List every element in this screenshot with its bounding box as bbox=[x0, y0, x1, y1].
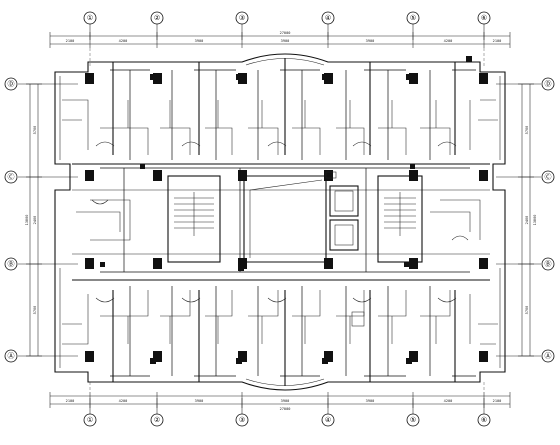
axis-bubbles-bottom: ① ② ③ ④ ⑤ ⑥ bbox=[83, 398, 491, 427]
lift-1 bbox=[329, 185, 359, 217]
dim-left-seg-1: 5700 bbox=[33, 126, 37, 135]
right-stair bbox=[377, 175, 423, 263]
svg-text:Ⓒ: Ⓒ bbox=[8, 173, 15, 181]
svg-text:Ⓐ: Ⓐ bbox=[8, 352, 15, 360]
svg-text:Ⓓ: Ⓓ bbox=[8, 80, 15, 88]
svg-text:⑥: ⑥ bbox=[481, 416, 487, 424]
axis-bubble-top-3: ③ bbox=[235, 11, 249, 40]
dim-left-total: 13800 bbox=[25, 215, 29, 226]
dim-right-total: 13800 bbox=[533, 215, 537, 226]
dim-bottom-seg-6: 4200 bbox=[444, 399, 453, 403]
svg-text:③: ③ bbox=[239, 416, 245, 424]
dimension-bottom: 2100 4200 3900 3900 27000 3900 4200 2100 bbox=[49, 392, 511, 411]
building-outline bbox=[54, 53, 506, 391]
dim-top-seg-5: 3900 bbox=[366, 39, 375, 43]
dim-bottom-seg-1: 2100 bbox=[66, 399, 75, 403]
axis-bubbles-left: Ⓓ Ⓒ Ⓑ Ⓐ bbox=[4, 77, 78, 363]
structural-columns bbox=[85, 73, 488, 362]
electrical-wiring bbox=[100, 69, 476, 377]
dim-left-seg-2: 2400 bbox=[33, 216, 37, 225]
dim-left-seg-3: 5700 bbox=[33, 306, 37, 315]
svg-text:Ⓑ: Ⓑ bbox=[8, 260, 15, 268]
svg-text:①: ① bbox=[87, 416, 93, 424]
top-room-partitions bbox=[62, 58, 498, 155]
svg-text:②: ② bbox=[154, 416, 160, 424]
dim-top-seg-4: 3900 bbox=[281, 39, 290, 43]
svg-text:⑤: ⑤ bbox=[410, 416, 416, 424]
svg-text:②: ② bbox=[154, 14, 160, 22]
dimension-left: 5700 13800 2400 5700 bbox=[25, 83, 42, 357]
svg-text:Ⓒ: Ⓒ bbox=[545, 173, 552, 181]
axis-bubble-bottom-5: ⑤ bbox=[406, 398, 420, 427]
dim-top-seg-2: 4200 bbox=[119, 39, 128, 43]
svg-text:①: ① bbox=[87, 14, 93, 22]
axis-bubble-top-6: ⑥ bbox=[477, 11, 491, 40]
svg-text:Ⓑ: Ⓑ bbox=[545, 260, 552, 268]
dim-top-seg-7: 2100 bbox=[493, 39, 502, 43]
dim-bottom-seg-7: 2100 bbox=[493, 399, 502, 403]
bottom-room-partitions bbox=[62, 290, 498, 386]
dim-bottom-seg-2: 4200 bbox=[119, 399, 128, 403]
grid-lines bbox=[89, 48, 485, 392]
dim-right-seg-1: 5700 bbox=[525, 126, 529, 135]
lift-2 bbox=[329, 219, 359, 251]
left-stair bbox=[167, 175, 221, 263]
corridors bbox=[72, 163, 490, 281]
dim-bottom-seg-3: 3900 bbox=[195, 399, 204, 403]
electrical-fixtures bbox=[100, 56, 472, 364]
svg-text:Ⓐ: Ⓐ bbox=[545, 352, 552, 360]
dimension-right: 5700 2400 13800 5700 bbox=[518, 83, 537, 357]
core-area bbox=[76, 175, 481, 263]
svg-text:Ⓓ: Ⓓ bbox=[545, 80, 552, 88]
svg-text:④: ④ bbox=[325, 14, 331, 22]
dim-bottom-total: 27000 bbox=[280, 407, 291, 411]
dim-right-seg-2: 2400 bbox=[525, 216, 529, 225]
svg-text:⑥: ⑥ bbox=[481, 14, 487, 22]
dim-top-seg-1: 2100 bbox=[66, 39, 75, 43]
dim-bottom-seg-4: 3900 bbox=[281, 399, 290, 403]
svg-text:⑤: ⑤ bbox=[410, 14, 416, 22]
dim-top-seg-6: 4200 bbox=[444, 39, 453, 43]
dim-top-seg-3: 3900 bbox=[195, 39, 204, 43]
dim-bottom-seg-5: 3900 bbox=[366, 399, 375, 403]
dim-top-total: 27000 bbox=[280, 31, 291, 35]
dim-right-seg-3: 5700 bbox=[525, 306, 529, 315]
dimension-top: 2100 4200 3900 27000 3900 3900 4200 2100 bbox=[49, 31, 511, 48]
svg-text:④: ④ bbox=[325, 416, 331, 424]
svg-text:③: ③ bbox=[239, 14, 245, 22]
